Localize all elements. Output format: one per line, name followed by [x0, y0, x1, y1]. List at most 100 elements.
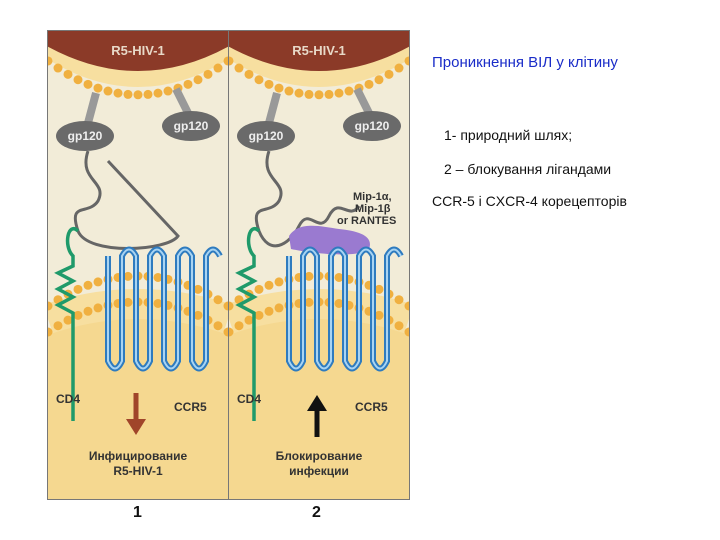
viral-loop [73, 150, 180, 250]
lipid-head [48, 301, 53, 311]
lipid-head [264, 280, 274, 290]
lipid-head [193, 284, 203, 294]
lipid-head [264, 79, 274, 89]
virus-core [229, 31, 409, 71]
lipid-head [203, 69, 213, 79]
cd4-label: CD4 [56, 392, 81, 406]
ccr5-label: CCR5 [355, 400, 388, 414]
gp120-right: gp120 [162, 111, 220, 141]
lipid-head [153, 298, 163, 308]
gp120-left: gp120 [56, 121, 114, 151]
lipid-head [83, 280, 93, 290]
lipid-head [374, 284, 384, 294]
lipid-head [394, 63, 404, 73]
lipid-head [63, 69, 73, 79]
lipid-head [274, 303, 284, 313]
cd4-receptor [235, 227, 261, 421]
lipid-head [193, 310, 203, 320]
panel-2-graphics [229, 31, 409, 499]
lipid-head [133, 90, 143, 100]
lipid-head [73, 75, 83, 85]
lipid-head [364, 79, 374, 89]
lipid-head [404, 301, 409, 311]
lipid-head [244, 315, 254, 325]
lipid-head [123, 271, 133, 281]
lipid-head [374, 75, 384, 85]
lipid-head [304, 297, 314, 307]
virus-label: R5-HIV-1 [111, 43, 165, 58]
lipid-head [83, 79, 93, 89]
virus-core [48, 31, 228, 71]
lipid-head [334, 298, 344, 308]
lipid-head [334, 272, 344, 282]
panel-ligand-blocking: R5-HIV-1 gp120 gp120 Mip-1α, Mip-1β or R… [228, 30, 410, 500]
gp41-stalk [172, 87, 192, 115]
panel-number-2: 2 [312, 504, 321, 521]
lipid-head [123, 89, 133, 99]
lipid-head [234, 321, 244, 331]
lipid-head [73, 284, 83, 294]
block-arrow-head [307, 395, 327, 411]
lipid-head [404, 56, 409, 66]
lipid-head [83, 306, 93, 316]
lipid-head [304, 271, 314, 281]
lipid-head [229, 301, 234, 311]
lipid-head [384, 69, 394, 79]
cd4-label: CD4 [237, 392, 262, 406]
lipid-head [48, 327, 53, 337]
ligand-label-3: or RANTES [337, 215, 397, 227]
lipid-head [294, 88, 304, 98]
lipid-head [193, 75, 203, 85]
lipid-head [213, 321, 223, 331]
lipid-head [63, 315, 73, 325]
caption-line-2: R5-HIV-1 [113, 464, 163, 478]
ccr5-label: CCR5 [174, 400, 207, 414]
ccr5-receptor-highlight [107, 248, 221, 370]
ccr5-receptor-highlight [288, 248, 402, 370]
lipid-head [229, 56, 234, 66]
lipid-head [103, 86, 113, 96]
lipid-head [254, 75, 264, 85]
lipid-head [304, 89, 314, 99]
gp120-right: gp120 [343, 111, 401, 141]
lipid-head [48, 56, 53, 66]
viral-loop [254, 150, 361, 248]
lipid-head [223, 327, 228, 337]
lipid-head [93, 83, 103, 93]
lipid-head [284, 86, 294, 96]
gp41-stalk [353, 87, 373, 115]
lipid-head [404, 327, 409, 337]
lipid-head [264, 306, 274, 316]
lipid-head [153, 88, 163, 98]
lipid-head [213, 295, 223, 305]
desc-line-2: 2 – блокування лігандами [444, 161, 612, 177]
panel-natural-pathway: R5-HIV-1 gp120 gp120 CD4 CCR5 Инфицирова… [47, 30, 229, 500]
lipid-head [223, 301, 228, 311]
desc-line-3: CCR-5 і CXCR-4 корецепторів [432, 193, 627, 209]
lipid-head [93, 277, 103, 287]
panel-number-1: 1 [133, 504, 142, 521]
virus-label: R5-HIV-1 [292, 43, 346, 58]
lipid-head [344, 86, 354, 96]
ligand-label-1: Mip-1α, [353, 191, 392, 203]
caption-line-2: инфекции [289, 464, 349, 478]
lipid-head [374, 310, 384, 320]
lipid-head [223, 56, 228, 66]
lipid-head [183, 79, 193, 89]
lipid-head [143, 89, 153, 99]
lipid-head [234, 63, 244, 73]
lipid-head [394, 321, 404, 331]
panel-1-graphics [48, 31, 228, 499]
lipid-head [93, 303, 103, 313]
desc-line-1: 1- природний шлях; [444, 127, 573, 143]
infection-arrow-head [126, 419, 146, 435]
lipid-head [163, 86, 173, 96]
lipid-head [123, 297, 133, 307]
lipid-head [274, 83, 284, 93]
lipid-head [113, 88, 123, 98]
lipid-head [254, 310, 264, 320]
slide-title: Проникнення ВІЛ у клітину [432, 54, 618, 71]
cd4-receptor [54, 227, 80, 421]
caption-line-1: Инфицирование [88, 449, 188, 463]
lipid-head [53, 321, 63, 331]
